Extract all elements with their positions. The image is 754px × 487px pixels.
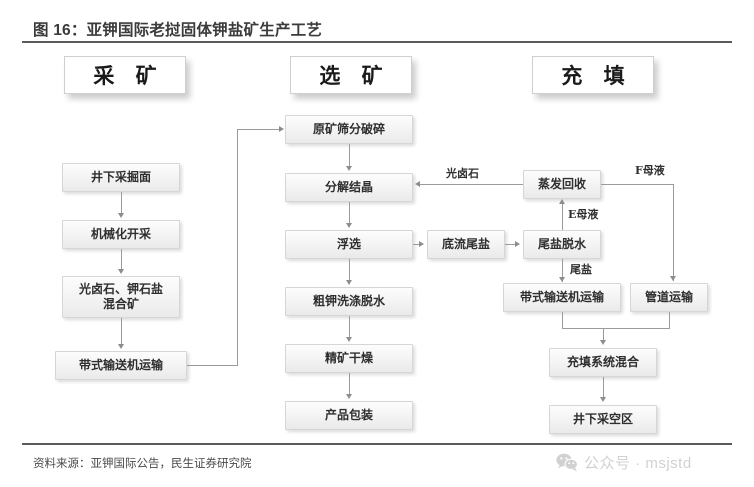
node-underground-goaf: 井下采空区 (549, 405, 657, 434)
section-header-processing: 选 矿 (290, 56, 412, 94)
connector-merge-to-b3 (603, 328, 604, 342)
node-mixed-ore: 光卤石、钾石盐 混合矿 (62, 276, 180, 318)
node-belt-conveyor-backfill: 带式输送机运输 (503, 283, 621, 312)
connector-p3-p4 (349, 259, 350, 282)
connector-b3-b4 (603, 377, 604, 399)
connector-t2-t3 (562, 204, 563, 230)
arrowhead-b3-b4 (599, 397, 606, 402)
node-mechanized-mining: 机械化开采 (62, 220, 180, 249)
edge-label-e-liquor: E母液 (568, 208, 599, 221)
footer-divider (22, 443, 732, 445)
node-backfill-mixing: 充填系统混合 (549, 348, 657, 377)
node-concentrate-drying: 精矿干燥 (285, 344, 413, 373)
connector-t2-b1 (562, 259, 563, 282)
node-evaporation-recovery: 蒸发回收 (523, 170, 601, 199)
connector-n4-up (237, 129, 238, 366)
node-belt-conveyor-mining: 带式输送机运输 (55, 351, 187, 380)
source-note: 资料来源：亚钾国际公告，民生证券研究院 (33, 458, 252, 470)
node-coarse-potash-washing: 粗钾洗涤脱水 (285, 287, 413, 316)
arrowhead-n4-p1 (279, 125, 284, 132)
connector-n4-right (187, 365, 237, 366)
edge-label-f-liquor: F母液 (635, 164, 665, 177)
arrowhead-p1-p2 (345, 166, 352, 171)
node-tail-salt-dewatering: 尾盐脱水 (523, 230, 601, 259)
section-header-backfill: 充 填 (532, 56, 654, 94)
connector-t1-t2 (505, 244, 516, 245)
node-pipeline-transport: 管道运输 (630, 283, 708, 312)
arrowhead-p5-p6 (345, 394, 352, 399)
connector-p3-t1 (413, 244, 420, 245)
edge-label-carnallite: 光卤石 (446, 167, 479, 180)
arrowhead-p3-t1 (419, 240, 424, 247)
connector-n4-to-p1 (237, 129, 281, 130)
watermark-label: 公众号 · msjstd (584, 455, 692, 472)
connector-t3-p2 (420, 184, 523, 185)
connector-p1-p2 (349, 144, 350, 168)
arrowhead-n3-n4 (117, 344, 124, 349)
arrowhead-n1-n2 (117, 213, 124, 218)
node-raw-ore-screening: 原矿筛分破碎 (285, 115, 413, 144)
connector-merge-bus (562, 328, 670, 329)
section-header-mining: 采 矿 (64, 56, 186, 94)
arrowhead-p4-p5 (345, 337, 352, 342)
node-flotation: 浮选 (285, 230, 413, 259)
connector-p2-p3 (349, 202, 350, 225)
arrowhead-p2-p3 (345, 223, 352, 228)
arrowhead-merge-b3 (599, 340, 606, 345)
connector-b1-down (562, 312, 563, 328)
arrowhead-t2-b1 (558, 277, 565, 282)
arrowhead-n2-n3 (117, 269, 124, 274)
connector-t3-right (601, 184, 673, 185)
connector-b2-down (669, 312, 670, 328)
arrowhead-t2-t3 (558, 199, 565, 204)
page-title: 图 16：亚钾国际老挝固体钾盐矿生产工艺 (33, 22, 323, 39)
arrowhead-p3-p4 (345, 280, 352, 285)
watermark: 公众号 · msjstd (556, 452, 692, 473)
connector-n3-n4 (121, 318, 122, 346)
node-product-packaging: 产品包装 (285, 401, 413, 430)
connector-p4-p5 (349, 316, 350, 339)
edge-label-tail-salt: 尾盐 (570, 263, 592, 276)
connector-p5-p6 (349, 373, 350, 396)
node-underground-face: 井下采掘面 (62, 163, 180, 192)
node-decomposition-crystallization: 分解结晶 (285, 173, 413, 202)
flowchart-canvas: 采 矿 选 矿 充 填 井下采掘面 机械化开采 光卤石、钾石盐 混合矿 带式输送… (22, 48, 732, 440)
connector-f-liquor-down (673, 184, 674, 281)
arrowhead-t3-p2 (415, 180, 420, 187)
connector-n2-n3 (121, 249, 122, 271)
wechat-icon (556, 453, 578, 472)
title-divider (22, 41, 732, 43)
arrowhead-f-liquor-b2 (669, 276, 676, 281)
arrowhead-t1-t2 (515, 240, 520, 247)
connector-n1-n2 (121, 192, 122, 215)
node-underflow-tail-salt: 底流尾盐 (427, 230, 505, 259)
